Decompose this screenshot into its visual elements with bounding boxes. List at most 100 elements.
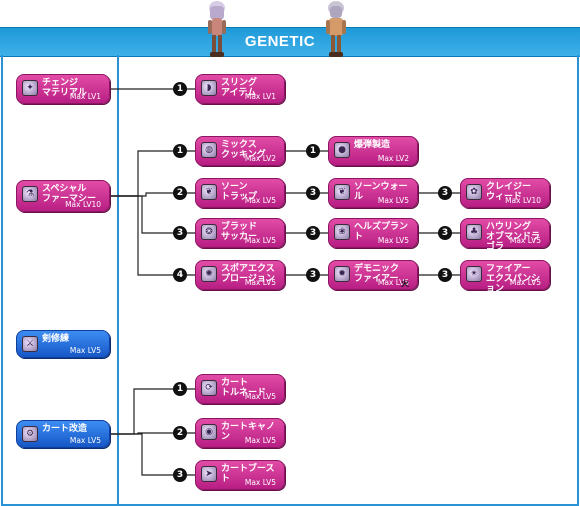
special-pharmacy-icon: ⚗ xyxy=(22,186,38,202)
skill-node-bomb-creation[interactable]: ● 爆弾製造 Max LV2 xyxy=(328,136,418,166)
required-level-badge: 3 xyxy=(438,268,452,282)
skill-name: チェンジ マテリアル xyxy=(42,78,87,98)
skill-name: デモニック ファイアー xyxy=(354,264,400,284)
bomb-creation-icon: ● xyxy=(334,142,350,158)
skill-name: カートブースト xyxy=(221,464,275,484)
required-level-badge: 3 xyxy=(173,226,187,240)
skill-name: ソーンウォール xyxy=(354,182,408,202)
skill-max-level: Max LV5 xyxy=(244,278,276,287)
frame-bottom-border xyxy=(1,504,579,506)
howling-mandragora-icon: ♣ xyxy=(466,224,482,240)
class-title: GENETIC xyxy=(244,33,316,50)
skill-name: スリング アイテム xyxy=(221,78,258,98)
skill-max-level: Max LV5 xyxy=(377,236,409,245)
frame-left-border xyxy=(1,55,3,506)
skill-name: 剣修練 xyxy=(42,334,70,344)
required-level-badge: 1 xyxy=(306,144,320,158)
skill-name: ミックス クッキング xyxy=(221,140,266,160)
skill-name: ヘルズプラント xyxy=(354,222,409,242)
skill-name: カートキャノン xyxy=(221,422,276,442)
skill-max-level: Max LV5 xyxy=(244,392,276,401)
frame-right-border xyxy=(577,55,579,506)
mix-cooking-icon: ◍ xyxy=(201,142,217,158)
required-level-badge: 3 xyxy=(173,468,187,482)
skill-name: ファイアー エクスパンション xyxy=(486,264,541,294)
required-level-badge: 2 xyxy=(173,426,187,440)
skill-max-level: Max LV10 xyxy=(65,200,101,209)
skill-name: カート トルネード xyxy=(221,378,267,398)
required-level-badge: 3 xyxy=(306,186,320,200)
skill-name: 爆弾製造 xyxy=(354,140,391,150)
demonic-fire-icon: ✹ xyxy=(334,266,350,282)
skill-max-level: Max LV5 xyxy=(69,436,101,445)
female-character-sprite xyxy=(208,1,226,57)
skill-max-level: Max LV5 xyxy=(69,346,101,355)
required-level-badge: 3 xyxy=(306,268,320,282)
cart-tornado-icon: ⟳ xyxy=(201,380,217,396)
skill-max-level: Max LV1 xyxy=(244,92,276,101)
skill-max-level: Max LV2 xyxy=(377,154,409,163)
skill-max-level: Max LV1 xyxy=(69,92,101,101)
skill-name: クレイジー ウィード xyxy=(486,182,532,202)
cart-cannon-icon: ◉ xyxy=(201,424,217,440)
cart-boost-icon: ➤ xyxy=(201,466,217,482)
sword-training-icon: ⚔ xyxy=(22,336,38,352)
male-character-sprite xyxy=(326,1,346,57)
required-level-badge: 1 xyxy=(173,382,187,396)
skill-max-level: Max LV5 xyxy=(244,436,276,445)
fire-expansion-icon: ✴ xyxy=(466,266,482,282)
crazy-weed-icon: ✿ xyxy=(466,184,482,200)
thorn-trap-icon: ❦ xyxy=(201,184,217,200)
skill-max-level: Max LV5 xyxy=(244,478,276,487)
skill-max-level: Max LV5 xyxy=(244,236,276,245)
spore-explosion-icon: ✺ xyxy=(201,266,217,282)
connector-line xyxy=(110,195,195,276)
sling-item-icon: ◗ xyxy=(201,80,217,96)
skill-max-level: Max LV5 xyxy=(377,278,409,287)
blood-sucker-icon: ❂ xyxy=(201,224,217,240)
skill-max-level: Max LV5 xyxy=(509,278,541,287)
skill-max-level: Max LV5 xyxy=(377,196,409,205)
skill-max-level: Max LV2 xyxy=(244,154,276,163)
connector-line xyxy=(110,433,195,476)
cart-remodeling-icon: ⚙ xyxy=(22,426,38,442)
required-level-badge: 4 xyxy=(173,268,187,282)
required-level-badge: 2 xyxy=(173,186,187,200)
fire-element-label: 火 xyxy=(401,279,409,288)
skill-max-level: Max LV10 xyxy=(505,196,541,205)
required-level-badge: 3 xyxy=(306,226,320,240)
skill-name: ブラッド サッカー xyxy=(221,222,258,242)
required-level-badge: 1 xyxy=(173,144,187,158)
skill-name: スポアエクス プロージョン xyxy=(221,264,275,284)
skill-name: カート改造 xyxy=(42,424,88,434)
skill-max-level: Max LV5 xyxy=(509,236,541,245)
required-level-badge: 3 xyxy=(438,226,452,240)
hell-plant-icon: ❀ xyxy=(334,224,350,240)
required-level-badge: 3 xyxy=(438,186,452,200)
skill-name: ソーン トラップ xyxy=(221,182,258,202)
skill-node-sword-training[interactable]: ⚔ 剣修練 Max LV5 xyxy=(16,330,110,358)
skill-name: スペシャル ファーマシー xyxy=(42,184,97,204)
column-divider xyxy=(117,55,119,506)
class-header-bar xyxy=(0,27,580,57)
skill-node-cart-remodeling[interactable]: ⚙ カート改造 Max LV5 xyxy=(16,420,110,448)
wall-of-thorns-icon: ❦ xyxy=(334,184,350,200)
required-level-badge: 1 xyxy=(173,82,187,96)
skill-name: ハウリング オブマンドラゴラ xyxy=(486,222,541,252)
